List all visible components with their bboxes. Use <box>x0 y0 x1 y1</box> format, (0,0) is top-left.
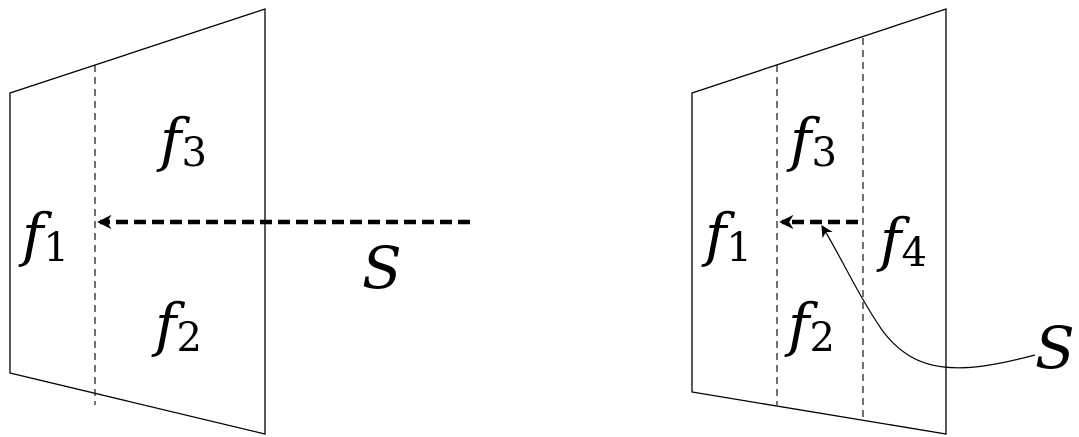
right-f2-sub: 2 <box>809 315 834 361</box>
left-f2-sub: 2 <box>176 315 201 361</box>
left-label-f3: f3 <box>156 106 207 176</box>
left-label-f1: f1 <box>18 201 69 271</box>
left-label-f2: f2 <box>151 291 202 361</box>
right-f3-sub: 3 <box>811 130 836 176</box>
right-label-f4: f4 <box>876 206 927 276</box>
left-frame <box>9 8 266 435</box>
right-label-s: S <box>1035 314 1075 382</box>
left-panel: f3 f1 f2 S <box>9 8 470 435</box>
left-label-s: S <box>362 234 402 302</box>
right-label-f3: f3 <box>786 106 837 176</box>
right-label-f1: f1 <box>701 201 752 271</box>
right-arrow-curve <box>821 224 1036 369</box>
left-f1-sub: 1 <box>43 225 68 271</box>
right-frame <box>691 8 947 435</box>
right-f4-sub: 4 <box>901 230 926 276</box>
right-panel: f3 f1 f4 f2 S <box>691 8 1075 435</box>
right-f1-sub: 1 <box>726 225 751 271</box>
left-f3-sub: 3 <box>181 130 206 176</box>
right-label-f2: f2 <box>784 291 835 361</box>
